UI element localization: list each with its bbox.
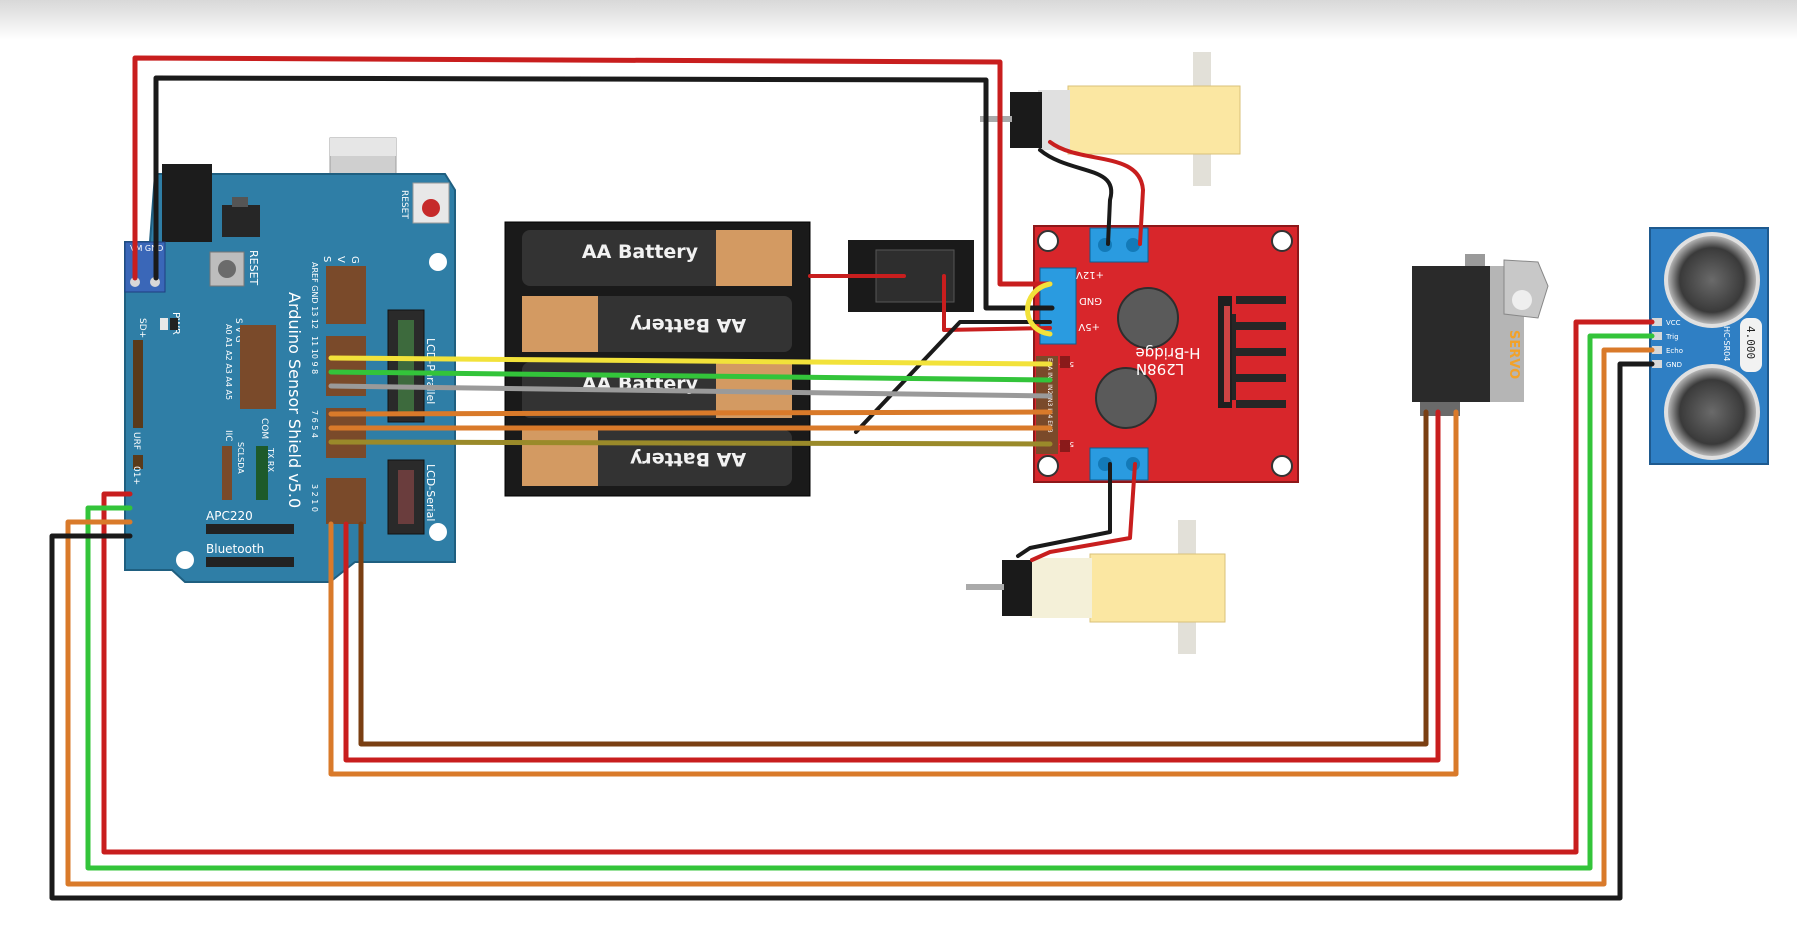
wire-signal-green (328, 369, 1053, 383)
wire-servo-gnd (328, 409, 1459, 777)
wires (49, 55, 1655, 901)
bluetooth-label: Bluetooth (206, 542, 264, 556)
battery-cell-1-label: AA Battery (582, 241, 699, 263)
digital-v-label: V (335, 256, 346, 263)
mount-hole (176, 551, 194, 569)
wire-sonar-gnd (49, 361, 1655, 901)
wire-servo-vcc (343, 409, 1441, 763)
com-label: COM (259, 418, 269, 439)
reset-side-label: RESET (247, 250, 260, 286)
servo-motor: SERVO (1412, 254, 1549, 416)
wire-vm-red (132, 55, 1053, 287)
regulator (222, 205, 260, 237)
sclsda-label: SCLSDA (236, 442, 245, 474)
crystal (1740, 318, 1762, 372)
txrx-label: TX RX (266, 447, 275, 472)
wire-sonar-echo (65, 347, 1655, 887)
wire-signal-olive (328, 439, 1053, 447)
h-bridge-name: H-Bridge (1135, 344, 1200, 362)
pins-11-8-label: 11 10 9 8 (310, 336, 319, 374)
mount-hole (429, 523, 447, 541)
sonar-pin-gnd: GND (1666, 361, 1682, 369)
sd-header (133, 340, 143, 428)
urf-label: URF (131, 432, 141, 450)
wire-signal-yellow (328, 355, 1053, 367)
wire-motor-bottom-black (1016, 462, 1112, 558)
wire-switch-hbridge (942, 274, 1052, 332)
o1-label: 01+ (131, 466, 141, 485)
servo-connector (1420, 402, 1460, 416)
wire-signal-orange-1 (328, 409, 1053, 417)
sd-label: SD+ (137, 318, 147, 338)
capacitor (1095, 367, 1157, 429)
pins-3-0-label: 3 2 1 0 (310, 484, 319, 512)
analog-header (240, 325, 276, 409)
battery-cell-2-label: AA Battery (629, 314, 746, 336)
pin-5v-label: +5V (1078, 321, 1100, 332)
arduino-sensor-shield: VM GND RESET RESET Arduino Sensor Shield… (124, 137, 456, 583)
crystal-label: 4.000 (1744, 326, 1757, 359)
wire-motor-top-red (1048, 140, 1145, 246)
heatsink (1218, 296, 1286, 408)
wire-servo-signal (358, 409, 1429, 747)
sonar-receiver (1664, 364, 1760, 460)
iic-label: IIC (223, 430, 233, 442)
h-bridge-l298n: L298N H-Bridge +12V GND +5V 5V+ 5V+ ENA … (1033, 225, 1299, 483)
mount-hole (429, 253, 447, 271)
chip-label: L298N (1136, 360, 1184, 378)
bluetooth-header (206, 557, 294, 567)
vm-gnd-label: VM GND (130, 244, 163, 253)
servo-label: SERVO (1506, 330, 1521, 379)
wire-sonar-trig (85, 333, 1655, 871)
wire-signal-gray (328, 383, 1053, 399)
wire-motor-top-black (1038, 148, 1114, 246)
sonar-pin-vcc: VCC (1666, 319, 1681, 327)
digital-g-label: G (349, 256, 360, 264)
apc220-label: APC220 (206, 509, 253, 523)
wire-jumper-yellow (1025, 281, 1053, 337)
aref-label: AREF GND 13 12 (310, 262, 319, 329)
sonar-transmitter (1664, 232, 1760, 328)
digital-header-top (326, 266, 366, 324)
wire-motor-bottom-red (1030, 462, 1137, 562)
motor-top (980, 52, 1241, 186)
power-jack (162, 164, 212, 242)
pin-12v-label: +12V (1076, 269, 1104, 280)
battery-cell-4-label: AA Battery (629, 448, 746, 470)
digital-header-bottom (326, 478, 366, 524)
analog-pins-label: A0 A1 A2 A3 A4 A5 (224, 324, 233, 400)
motor-bottom (966, 520, 1226, 654)
apc220-header (206, 524, 294, 534)
ultrasonic-sensor-hc-sr04: 4.000 HC-SR04 VCC Trig Echo GND (1649, 227, 1769, 465)
top-shadow (0, 0, 1797, 40)
sonar-pin-trig: Trig (1665, 333, 1679, 341)
digital-s-label: S (321, 256, 332, 262)
lcd-serial-label: LCD-Serial (424, 464, 437, 521)
sonar-pin-echo: Echo (1666, 347, 1683, 355)
board-title: Arduino Sensor Shield v5.0 (285, 292, 304, 508)
pin-gnd-label: GND (1079, 295, 1102, 306)
analog-svg-label: S V G (233, 318, 243, 343)
wire-gnd-black (153, 75, 1055, 311)
pins-7-4-label: 7 6 5 4 (310, 410, 319, 438)
capacitor (1117, 287, 1179, 349)
reset-top-label: RESET (399, 190, 409, 219)
sonar-pins: VCC Trig Echo GND (1652, 318, 1683, 369)
wire-sonar-vcc (101, 319, 1655, 855)
sonar-model-label: HC-SR04 (1722, 326, 1731, 361)
